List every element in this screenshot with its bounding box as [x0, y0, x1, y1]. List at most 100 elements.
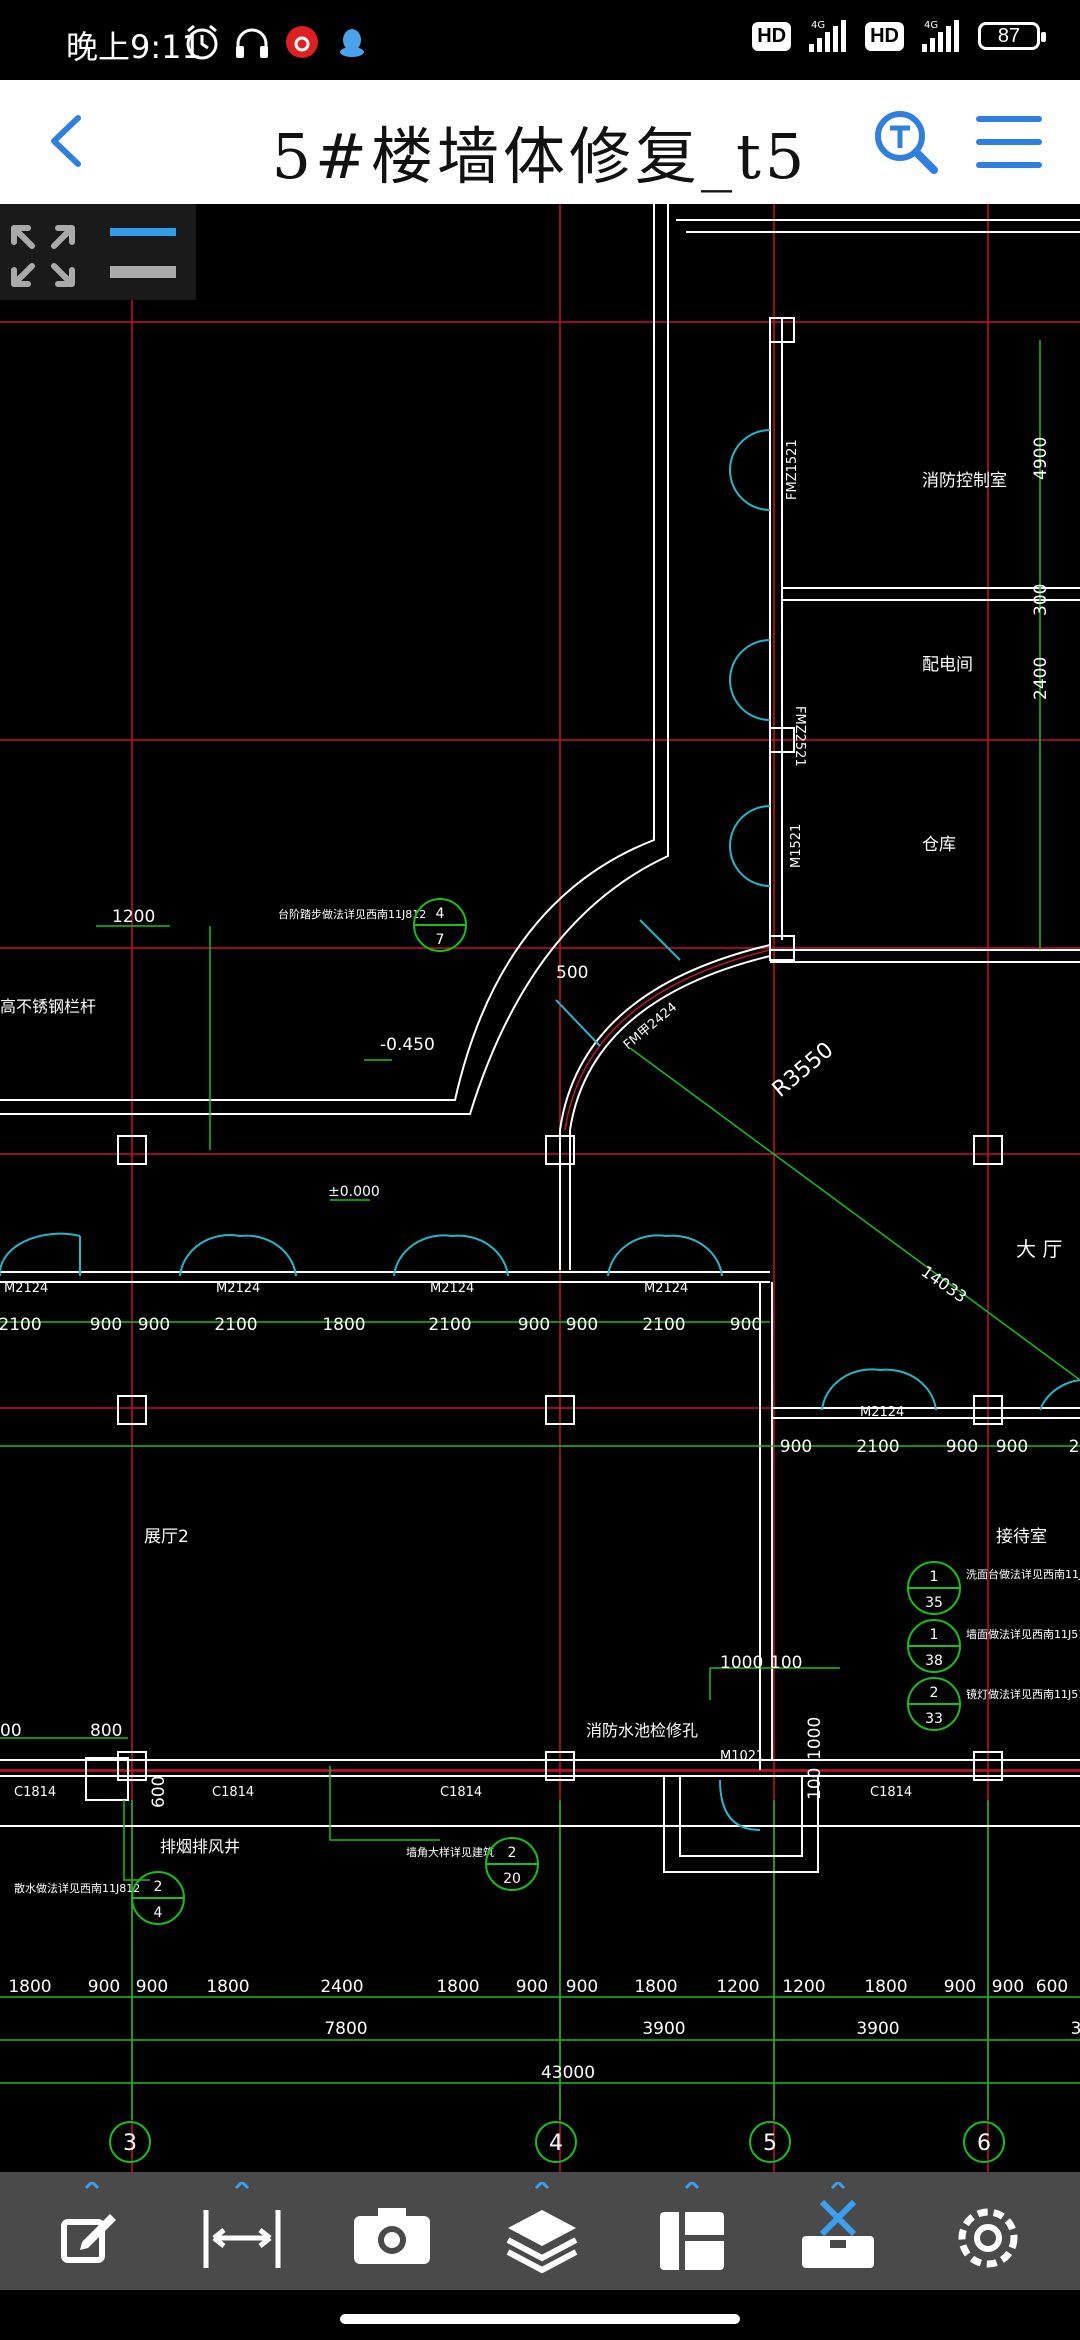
back-icon[interactable] — [34, 106, 104, 176]
span-dims: 7800 3900 3900 3 43000 — [324, 2019, 1080, 2083]
callout-5: 2 20 — [485, 1837, 539, 1891]
row-b-dim: 900 — [946, 1437, 978, 1457]
dim-label-800: 800 — [90, 1721, 122, 1741]
grid-lines — [0, 204, 1080, 2172]
callout-bottom: 7 — [436, 932, 445, 948]
callout-4: 2 33 — [907, 1677, 961, 1731]
doors — [0, 429, 1080, 1831]
span-dim: 3900 — [856, 2019, 899, 2039]
hd-badge-2: HD — [865, 21, 904, 51]
window-label-1: C1814 — [212, 1785, 254, 1800]
row-a-dim: 2100 — [428, 1315, 471, 1335]
door-label-0: FMZ1521 — [785, 439, 800, 500]
dim-label-600: 600 — [149, 1776, 169, 1808]
status-bar: 晚上9:11 HD 4G HD 4G 87 — [0, 0, 1080, 80]
dim-label-500: 500 — [556, 963, 588, 983]
note-b: 墙面做法详见西南11J51 — [966, 1627, 1080, 1641]
columns — [85, 317, 1003, 1801]
room-label-2: 仓库 — [922, 835, 956, 855]
settings-icon[interactable] — [938, 2182, 1038, 2282]
step-note: 台阶踏步做法详见西南11J812 — [278, 907, 426, 921]
status-time: 晚上9:11 — [66, 28, 202, 66]
axis-label-3: 3 — [123, 2131, 137, 2156]
row-a-dim: 900 — [566, 1315, 598, 1335]
toolbar-edit[interactable] — [42, 2179, 142, 2282]
span-dim: 7800 — [324, 2019, 367, 2039]
zoom-in-icon[interactable] — [110, 228, 176, 236]
zoom-tools — [0, 204, 196, 300]
callout-top: 1 — [930, 1569, 939, 1585]
row-a-dim: 900 — [730, 1315, 762, 1335]
bottom-dim: 900 — [992, 1977, 1024, 1997]
bottom-dim: 900 — [944, 1977, 976, 1997]
dimension-lines — [0, 340, 1080, 2084]
signal-icon-2: 4G — [922, 20, 959, 52]
svg-text:4G: 4G — [811, 20, 825, 31]
cad-drawing[interactable]: 消防控制室 配电间 仓库 大 厅 展厅2 接待室 FMZ1521 FMZ2521… — [0, 204, 1080, 2172]
note-c: 镜灯做法详见西南11J517 — [966, 1687, 1080, 1701]
menu-icon[interactable] — [974, 110, 1044, 174]
row-dims-b: 900 2100 900 900 2 — [780, 1437, 1080, 1457]
callout-top: 2 — [930, 1685, 939, 1701]
room-label-5: 接待室 — [996, 1527, 1047, 1547]
door-label-7: M2124 — [644, 1281, 688, 1296]
toolbar-measure[interactable] — [192, 2179, 292, 2282]
toolbar-toolbox[interactable] — [788, 2179, 888, 2282]
row-dims-a: 2100 900 900 2100 1800 2100 900 900 2100… — [0, 1315, 762, 1335]
bottom-dim: 1800 — [8, 1977, 51, 1997]
callout-top: 2 — [508, 1845, 517, 1861]
callout-top: 4 — [436, 906, 445, 922]
row-b-dim: 2 — [1069, 1437, 1080, 1457]
window-label-0: C1814 — [14, 1785, 56, 1800]
callout-2: 1 35 — [907, 1561, 961, 1615]
status-right: HD 4G HD 4G 87 — [752, 18, 1046, 54]
bottom-dims: 1800 900 900 1800 2400 1800 900 900 1800… — [8, 1977, 1068, 1997]
callout-bottom: 20 — [503, 1871, 521, 1887]
fit-screen-icon[interactable] — [11, 225, 75, 287]
alarm-icon — [186, 24, 218, 60]
callout-bottom: 33 — [925, 1711, 943, 1727]
bottom-dim: 900 — [88, 1977, 120, 1997]
zoom-out-icon[interactable] — [110, 266, 176, 278]
door-label-2: M1521 — [789, 824, 804, 868]
window-label-3: C1814 — [870, 1785, 912, 1800]
smoke-shaft-note: 排烟排风井 — [160, 1837, 240, 1856]
toolbar-camera[interactable] — [342, 2182, 442, 2282]
elevation-0: ±0.000 — [328, 1184, 380, 1200]
home-indicator[interactable] — [340, 2314, 740, 2324]
row-b-dim: 900 — [996, 1437, 1028, 1457]
radius-label: R3550 — [768, 1038, 839, 1103]
callout-1: 4 7 — [413, 898, 467, 952]
bottom-dim: 2400 — [320, 1977, 363, 1997]
row-a-dim: 900 — [90, 1315, 122, 1335]
cad-canvas[interactable]: 消防控制室 配电间 仓库 大 厅 展厅2 接待室 FMZ1521 FMZ2521… — [0, 204, 1080, 2172]
door-labels: FMZ1521 FMZ2521 M1521 FM甲2424 M2124 M212… — [4, 439, 912, 1800]
hd-badge: HD — [752, 21, 792, 51]
toolbox-icon[interactable] — [788, 2179, 888, 2282]
measure-icon[interactable] — [192, 2179, 292, 2282]
signal-icon: 4G — [809, 20, 847, 52]
bottom-toolbar — [0, 2172, 1080, 2290]
page-title: 5#楼墙体修复_t5 — [271, 120, 809, 193]
span-dim: 3900 — [642, 2019, 685, 2039]
toolbar-layers[interactable] — [492, 2179, 592, 2282]
dim-labels: 500 1200 4900 300 2400 1000 100 1000 100… — [0, 437, 1051, 1808]
callout-bottom: 38 — [925, 1653, 943, 1669]
text-search-icon[interactable] — [870, 106, 942, 178]
rail-note: 高不锈钢栏杆 — [0, 997, 96, 1016]
layout-icon[interactable] — [642, 2179, 742, 2282]
diagonal-dim: 14033 — [918, 1262, 971, 1307]
camera-icon[interactable] — [342, 2182, 442, 2282]
row-b-dim: 2100 — [856, 1437, 899, 1457]
room-labels: 消防控制室 配电间 仓库 大 厅 展厅2 接待室 — [144, 471, 1062, 1547]
system-nav-bar — [0, 2290, 1080, 2340]
dim-label-300: 300 — [1031, 584, 1051, 616]
layers-icon[interactable] — [492, 2179, 592, 2282]
elevation-1: -0.450 — [380, 1035, 435, 1055]
toolbar-settings[interactable] — [938, 2182, 1038, 2282]
edit-icon[interactable] — [42, 2179, 142, 2282]
dim-label-4900: 4900 — [1031, 437, 1051, 480]
toolbar-layout[interactable] — [642, 2179, 742, 2282]
note-a: 洗面台做法详见西南11J51 — [966, 1567, 1080, 1581]
dim-label-1000b: 1000 — [805, 1717, 825, 1760]
